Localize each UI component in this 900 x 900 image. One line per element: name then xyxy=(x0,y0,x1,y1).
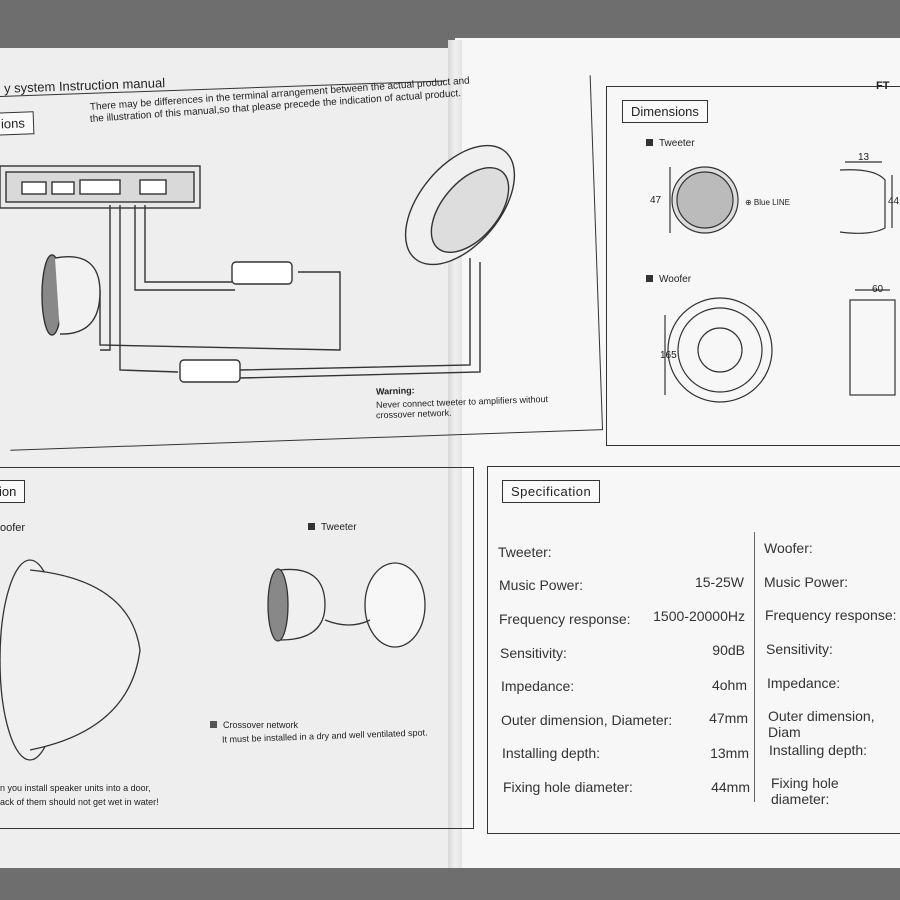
spec-woofer-label: Sensitivity: xyxy=(766,641,833,657)
spec-value: 4ohm xyxy=(711,677,747,693)
dim-tweeter-heading: Tweeter xyxy=(646,138,695,149)
crossover-title: Crossover network xyxy=(210,720,298,730)
install-tweeter-label: Tweeter xyxy=(308,522,357,533)
spec-value: 15-25W xyxy=(694,574,744,590)
blue-line-marker: ⊕ Blue LINE xyxy=(745,198,790,207)
installation-panel xyxy=(0,467,474,829)
crossover-box-upper xyxy=(231,261,293,285)
specification-label: Specification xyxy=(502,480,601,503)
spec-value: 1500-20000Hz xyxy=(653,608,745,624)
door-note-line2: ack of them should not get wet in water! xyxy=(0,797,159,807)
spec-value: 47mm xyxy=(709,710,748,726)
wiring-diagram xyxy=(0,144,516,383)
door-note-line1: n you install speaker units into a door, xyxy=(0,783,151,793)
dimensions-drawings xyxy=(664,161,896,403)
dim-woofer-depth: 60 xyxy=(872,284,884,295)
spec-woofer-label: Fixing hole diameter: xyxy=(771,775,839,807)
spec-value: 44mm xyxy=(711,779,750,795)
installation-label: ion xyxy=(0,480,26,503)
dimensions-label: Dimensions xyxy=(622,100,708,123)
spec-divider xyxy=(754,532,755,802)
dim-woofer-diameter: 165 xyxy=(660,350,677,361)
dim-tweeter-depth: 13 xyxy=(858,152,870,163)
spec-woofer-label: Installing depth: xyxy=(769,742,868,758)
spec-woofer-heading: Woofer: xyxy=(764,540,813,556)
woofer-front xyxy=(667,297,773,403)
spec-label: Frequency response: xyxy=(499,611,631,627)
specification-panel xyxy=(487,466,900,834)
tweeter-install xyxy=(279,568,326,641)
crossover-box-lower xyxy=(179,359,241,383)
installation-drawings xyxy=(0,559,426,761)
dim-woofer-heading: Woofer xyxy=(646,274,691,285)
dimensions-panel xyxy=(606,86,900,446)
woofer-drawing xyxy=(404,144,516,266)
right-page xyxy=(455,38,900,868)
spec-label: Sensitivity: xyxy=(500,645,567,661)
spec-label: Installing depth: xyxy=(502,745,601,761)
tweeter-drawing xyxy=(41,254,101,336)
spec-tweeter-heading: Tweeter: xyxy=(498,544,552,560)
install-woofer-label: oofer xyxy=(0,522,26,534)
spec-label: Fixing hole diameter: xyxy=(503,779,633,795)
spec-woofer-label: Frequency response: xyxy=(765,607,897,623)
tweeter-cup xyxy=(364,562,426,648)
spec-label: Music Power: xyxy=(499,577,584,593)
spec-woofer-label: Impedance: xyxy=(767,675,841,691)
dim-tweeter-hole: 44 xyxy=(888,196,900,207)
spec-value: 13mm xyxy=(710,745,749,761)
spec-label: Outer dimension, Diameter: xyxy=(501,712,673,728)
woofer-side xyxy=(849,299,896,396)
spec-label: Impedance: xyxy=(501,678,575,694)
spec-value: 90dB xyxy=(712,642,745,658)
spec-woofer-label: Outer dimension, Diam xyxy=(768,708,875,740)
spec-woofer-label: Music Power: xyxy=(764,574,849,590)
warning-title: Warning: xyxy=(375,385,415,397)
dim-tweeter-diameter: 47 xyxy=(650,195,662,206)
